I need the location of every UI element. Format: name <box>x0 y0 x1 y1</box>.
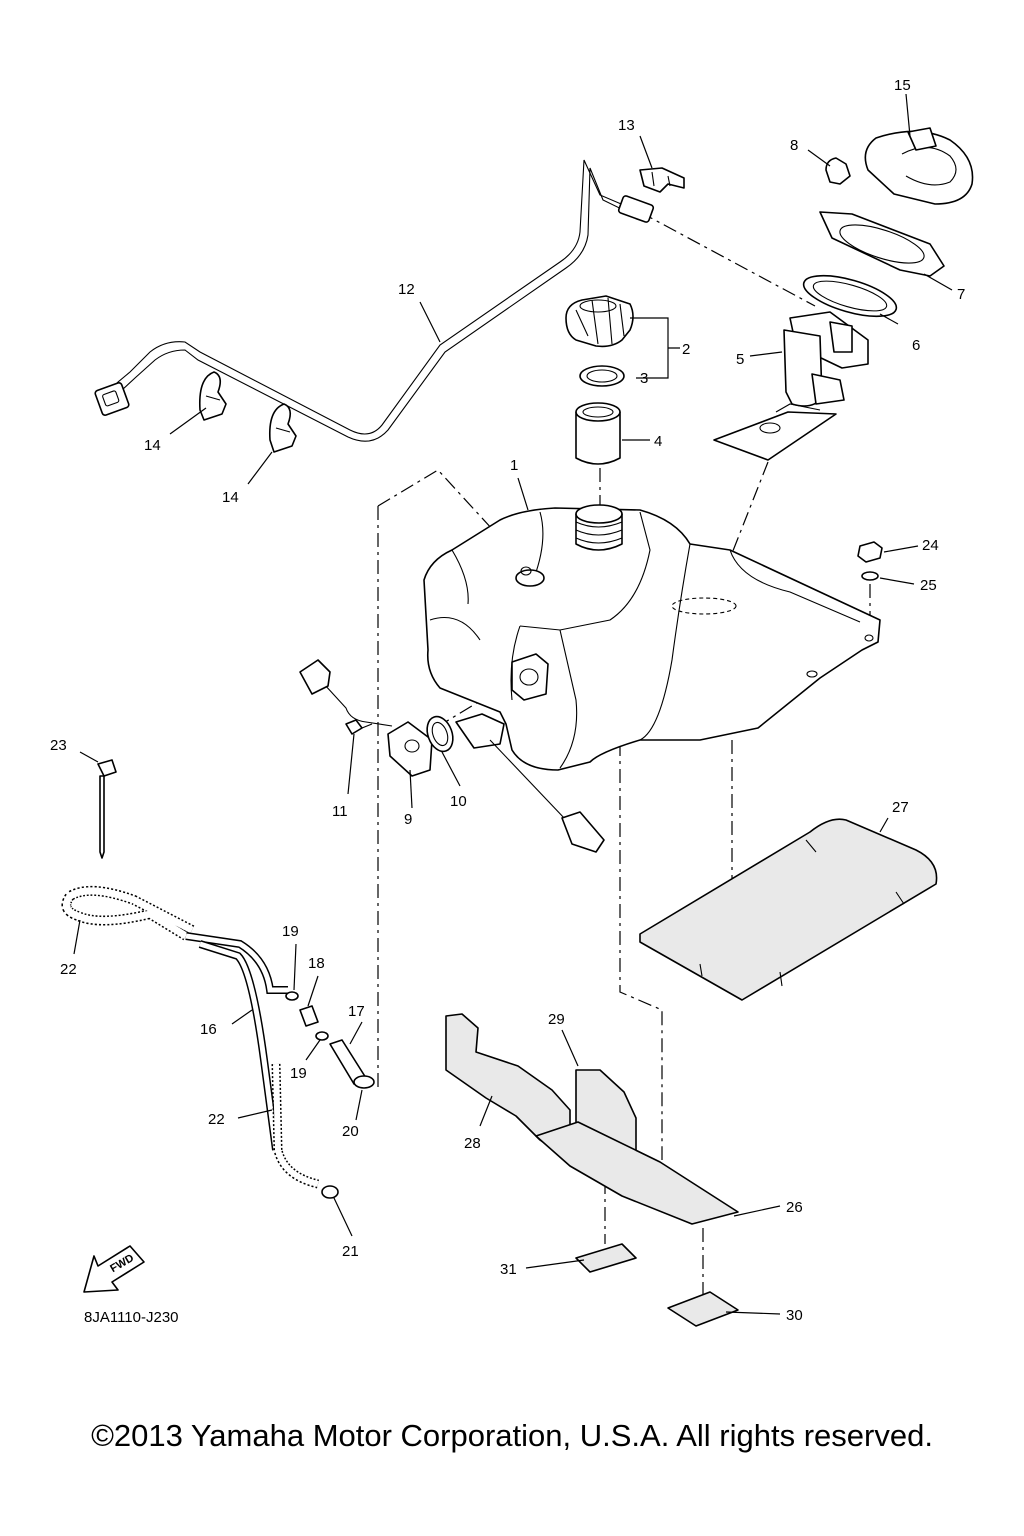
callout-15: 15 <box>894 77 911 94</box>
callout-4: 4 <box>654 433 662 450</box>
vent-fitting <box>516 567 544 586</box>
part-6-o-ring <box>799 267 900 324</box>
part-7-gasket-plate <box>820 212 944 276</box>
hose-connector <box>94 382 129 416</box>
sender-mount <box>512 654 548 700</box>
part-4-strainer <box>576 403 620 464</box>
part-16-breather-hose <box>186 936 288 1150</box>
part-22-corrugated-hose-lower <box>276 1064 318 1184</box>
callout-20: 20 <box>342 1123 359 1140</box>
callout-16: 16 <box>200 1021 217 1038</box>
callout-24: 24 <box>922 537 939 554</box>
part-19-clip-lower <box>316 1032 328 1040</box>
part-12-fuel-hose <box>94 160 654 441</box>
part-8-cap-nut <box>826 158 850 184</box>
callout-19-b: 19 <box>290 1065 307 1082</box>
callout-12: 12 <box>398 281 415 298</box>
callout-14-b: 14 <box>222 489 239 506</box>
part-26-heat-shield <box>536 1122 738 1224</box>
callout-17: 17 <box>348 1003 365 1020</box>
callout-8: 8 <box>790 137 798 154</box>
filler-neck <box>576 505 622 550</box>
callout-13: 13 <box>618 117 635 134</box>
part-21-cap <box>322 1186 338 1198</box>
callout-14-a: 14 <box>144 437 161 454</box>
part-1-fuel-tank <box>424 505 880 770</box>
part-31-pad <box>576 1244 636 1272</box>
diagram-code: 8JA1110-J230 <box>84 1309 179 1326</box>
part-19-clip-upper <box>286 992 298 1000</box>
fuel-level-float <box>456 714 604 852</box>
part-13-clip <box>640 168 684 192</box>
part-2-fuel-cap <box>566 296 633 346</box>
copyright-notice: ©2013 Yamaha Motor Corporation, U.S.A. A… <box>91 1418 933 1453</box>
part-28-heat-shield <box>446 1014 570 1160</box>
callout-7: 7 <box>957 286 965 303</box>
callout-3: 3 <box>640 370 648 387</box>
callout-28: 28 <box>464 1135 481 1152</box>
callout-27: 27 <box>892 799 909 816</box>
part-14-clamp-2 <box>270 404 296 452</box>
part-15-retaining-ring <box>865 128 972 204</box>
fwd-arrow-icon: FWD <box>84 1246 144 1292</box>
callout-1: 1 <box>510 457 518 474</box>
leader-lines <box>74 94 952 1314</box>
part-27-protector <box>640 819 937 1000</box>
part-30-pad <box>668 1292 738 1326</box>
part-14-clamp-1 <box>200 372 226 420</box>
part-25-washer <box>862 572 878 580</box>
callout-21: 21 <box>342 1243 359 1260</box>
callout-11: 11 <box>332 803 348 820</box>
callout-9: 9 <box>404 811 412 828</box>
callout-5: 5 <box>736 351 744 368</box>
part-23-cable-tie <box>98 760 116 858</box>
callout-labels: 1 2 3 4 5 6 7 8 9 10 11 12 13 14 14 15 1… <box>50 77 965 1324</box>
part-5-fuel-pump <box>714 312 868 460</box>
part-22-corrugated-hose <box>66 891 192 936</box>
callout-19-a: 19 <box>282 923 299 940</box>
callout-29: 29 <box>548 1011 565 1028</box>
callout-22-a: 22 <box>60 961 77 978</box>
part-18-joint <box>300 1006 318 1026</box>
part-10-sender-gasket <box>423 713 458 755</box>
part-24-nut <box>858 542 882 562</box>
part-11-screw <box>346 720 372 734</box>
callout-18: 18 <box>308 955 325 972</box>
callout-6: 6 <box>912 337 920 354</box>
callout-10: 10 <box>450 793 467 810</box>
callout-30: 30 <box>786 1307 803 1324</box>
callout-2: 2 <box>682 341 690 358</box>
part-20-clamp <box>354 1076 374 1088</box>
part-9-sender-unit-flange <box>300 660 432 776</box>
callout-31: 31 <box>500 1261 517 1278</box>
callout-25: 25 <box>920 577 937 594</box>
part-3-cap-gasket <box>580 366 624 386</box>
callout-22-b: 22 <box>208 1111 225 1128</box>
callout-23: 23 <box>50 737 67 754</box>
callout-26: 26 <box>786 1199 803 1216</box>
